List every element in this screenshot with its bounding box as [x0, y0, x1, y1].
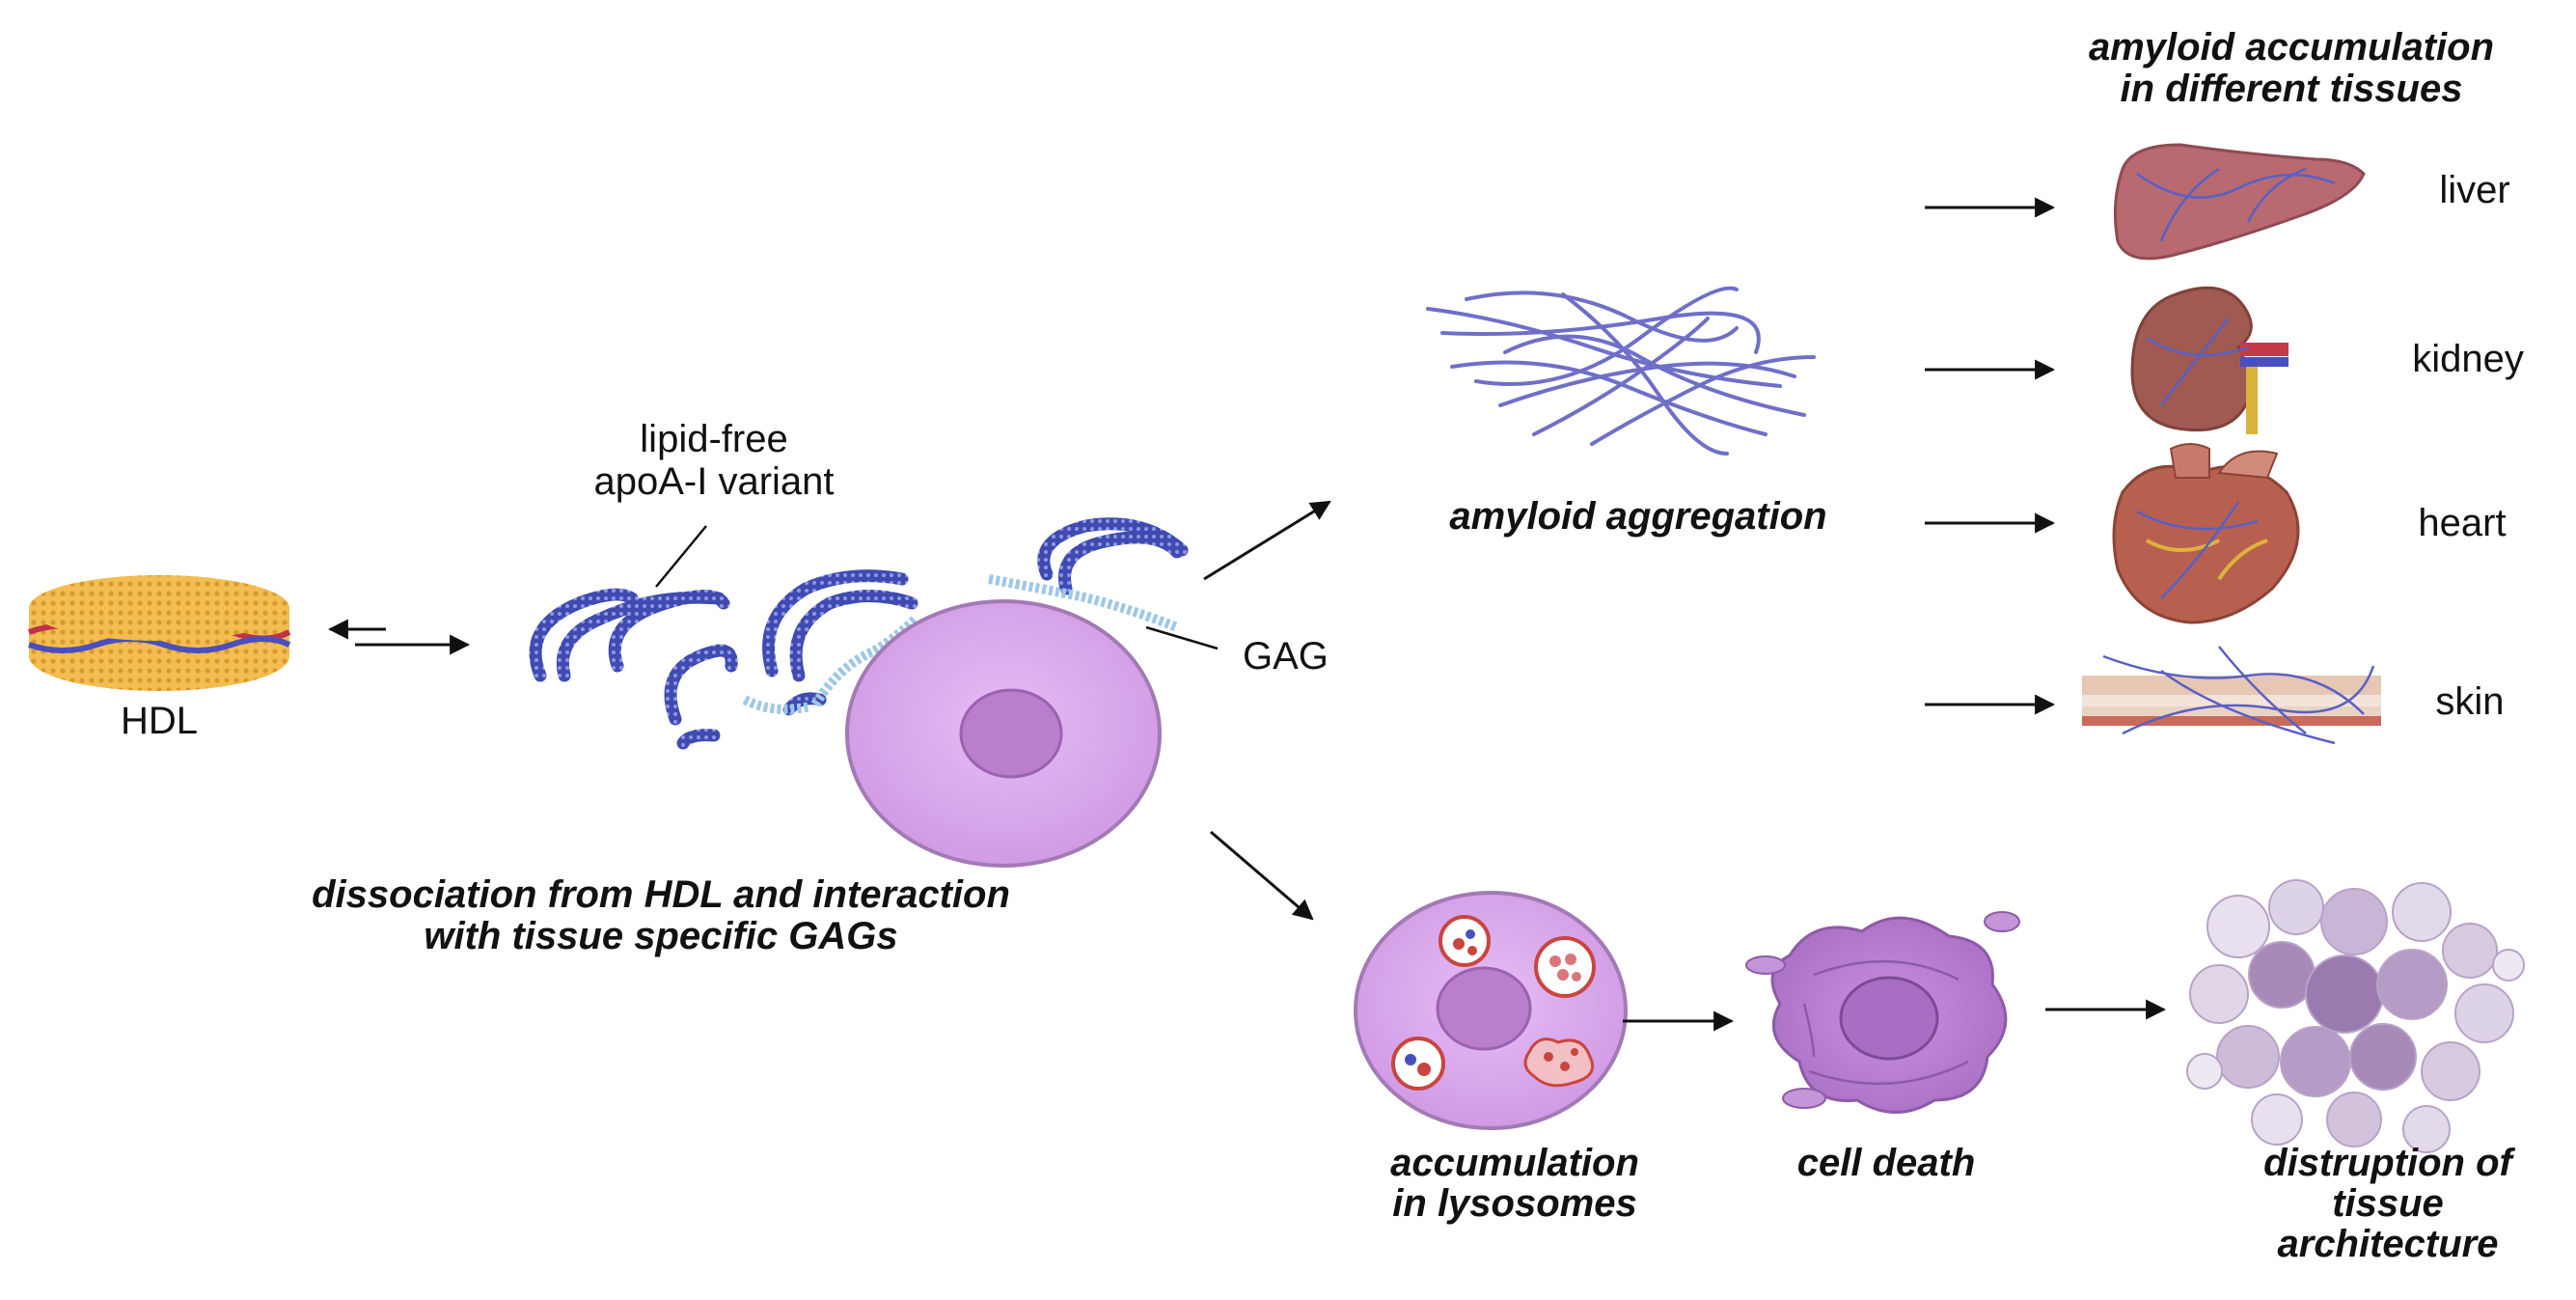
dissociation-caption-line1: dissociation from HDL and interaction: [312, 873, 1010, 916]
liver-icon: [2113, 143, 2366, 261]
cell-icon: [845, 599, 1162, 868]
equilibrium-arrows: [327, 619, 471, 655]
heart-label: heart: [2418, 502, 2506, 544]
disruption-caption-line3: architecture: [2278, 1223, 2499, 1265]
kidney-icon: [2130, 286, 2288, 434]
dissociation-caption-line2: with tissue specific GAGs: [424, 915, 897, 957]
skin-icon: [2082, 646, 2381, 745]
disruption-caption-line1: distruption of: [2263, 1142, 2515, 1184]
arrow-to-lysosomes: [1210, 830, 1314, 921]
lysosomes-caption-line2: in lysosomes: [1392, 1182, 1636, 1225]
lysosome-icon: [1523, 1037, 1595, 1088]
lysosomes-caption-line1: accumulation: [1390, 1142, 1639, 1184]
lysosome-icon: [1534, 936, 1596, 998]
kidney-label: kidney: [2412, 338, 2524, 380]
arrow-to-aggregation: [1203, 500, 1331, 581]
lysosome-icon: [1439, 915, 1491, 967]
cell-death-caption: cell death: [1797, 1142, 1976, 1184]
amyloid-aggregation-caption: amyloid aggregation: [1449, 495, 1826, 538]
disruption-caption-line2: tissue: [2332, 1182, 2444, 1225]
gag-label: GAG: [1243, 635, 1329, 678]
lysosome-cell-icon: [1354, 891, 1628, 1130]
hdl-particle-icon: [27, 575, 291, 691]
apoa1-label-line1: lipid-free: [640, 418, 787, 460]
tissues-title-line1: amyloid accumulation: [2089, 26, 2494, 69]
gag-pointer-line: [1145, 625, 1219, 650]
hdl-label: HDL: [121, 700, 198, 742]
skin-label: skin: [2435, 680, 2504, 723]
apoa1-pointer-line: [655, 525, 707, 588]
heart-icon: [2112, 443, 2300, 624]
disrupted-tissue-icon: [2186, 879, 2525, 1153]
amyloid-fibrils-icon: [1426, 286, 1816, 456]
liver-label: liver: [2439, 169, 2509, 211]
dying-cell-icon: [1745, 911, 2020, 1114]
tissues-title-line2: in different tissues: [2121, 68, 2463, 110]
lysosome-icon: [1391, 1037, 1445, 1091]
apoa1-label-line2: apoA-I variant: [593, 460, 834, 503]
